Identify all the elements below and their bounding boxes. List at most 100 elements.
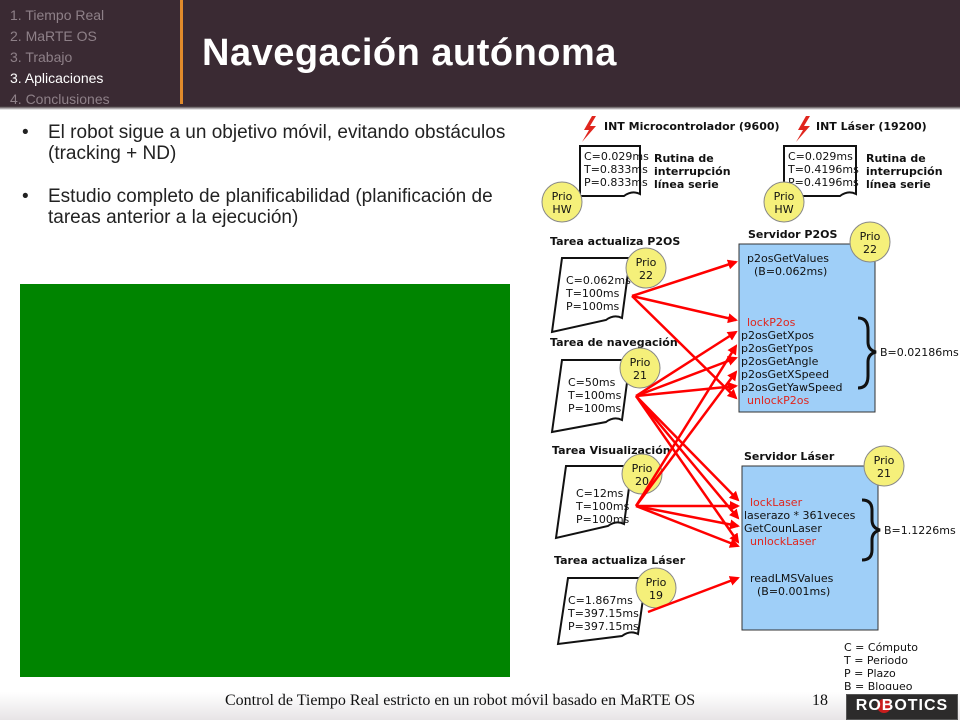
priority-badge (619, 347, 661, 389)
interrupt-title: INT Microcontrolador (9600) (604, 120, 780, 133)
server-method: p2osGetXpos (741, 329, 814, 342)
task-title: Tarea actualiza Láser (554, 554, 686, 567)
legend-item: B = Bloqueo (844, 680, 913, 690)
server-title: Servidor P2OS (748, 228, 838, 241)
priority-value: 21 (877, 467, 891, 480)
priority-value: 22 (863, 243, 877, 256)
blocking-time: B=1.1226ms (884, 524, 956, 537)
priority-badge (849, 221, 891, 263)
priority-value: HW (552, 203, 571, 216)
task-line: T=100ms (567, 389, 622, 402)
legend-item: P = Plazo (844, 667, 896, 680)
call-arrow (635, 504, 740, 530)
outline-item: 4. Conclusiones (10, 91, 110, 107)
interrupt-desc: línea serie (654, 178, 719, 191)
lightning-icon (796, 116, 810, 142)
logo-text: ROBOTICS (855, 697, 949, 714)
bullet-text: Estudio completo de planificabilidad (pl… (48, 186, 493, 228)
server-method: p2osGetXSpeed (741, 368, 829, 381)
bracket-icon (861, 498, 881, 562)
priority-label: Prio (636, 256, 657, 269)
task-line: P=397.15ms (568, 620, 639, 633)
outline-item: 2. MaRTE OS (10, 28, 97, 44)
priority-value: 21 (633, 369, 647, 382)
video-placeholder[interactable] (20, 284, 510, 677)
task-note (550, 359, 632, 434)
interrupt-line: P=0.833ms (584, 176, 648, 189)
call-arrow (631, 295, 738, 400)
task-line: P=100ms (576, 513, 630, 526)
priority-label: Prio (860, 230, 881, 243)
footer-text: Control de Tiempo Real estricto en un ro… (225, 692, 696, 709)
priority-value: 19 (649, 589, 663, 602)
call-arrow (634, 370, 738, 507)
call-arrow (635, 395, 740, 520)
priority-value: 20 (635, 475, 649, 488)
blocking-time: B=0.02186ms (880, 346, 959, 359)
slide-title: Navegación autónoma (202, 32, 617, 74)
priority-value: 22 (639, 269, 653, 282)
legend-item: C = Cómputo (844, 641, 918, 654)
interrupt-line: T=0.4196ms (787, 163, 859, 176)
call-arrow (635, 381, 738, 398)
interrupt-note (783, 145, 857, 197)
call-arrow (634, 395, 740, 544)
task-line: C=0.062ms (566, 274, 631, 287)
priority-label: Prio (774, 190, 795, 203)
bullet-item: • El robot sigue a un objetivo móvil, ev… (22, 122, 512, 164)
page-number: 18 (812, 692, 828, 709)
task-line: T=100ms (565, 287, 620, 300)
server-method: laserazo * 361veces (744, 509, 856, 522)
call-arrow (631, 259, 738, 298)
header-shadow (0, 106, 960, 110)
priority-label: Prio (552, 190, 573, 203)
task-line: T=397.15ms (567, 607, 639, 620)
logo-mark-icon (877, 699, 891, 713)
call-arrow (635, 356, 738, 398)
outline-item-active: 3. Aplicaciones (10, 70, 104, 86)
footer-bar (0, 692, 960, 720)
server-title: Servidor Láser (744, 450, 835, 463)
task-note (556, 577, 648, 646)
server-method: p2osGetAngle (741, 355, 819, 368)
task-note (554, 465, 634, 540)
task-title: Tarea Visualización (552, 444, 671, 457)
server-method: lockP2os (747, 316, 796, 329)
server-method: p2osGetYawSpeed (741, 381, 842, 394)
call-arrow (634, 344, 738, 507)
priority-label: Prio (646, 576, 667, 589)
call-arrow (647, 576, 740, 614)
section-outline: 1. Tiempo Real 2. MaRTE OS 3. Trabajo 3.… (10, 5, 110, 110)
outline-item: 1. Tiempo Real (10, 7, 105, 23)
task-line: C=12ms (576, 487, 624, 500)
task-title: Tarea actualiza P2OS (550, 235, 680, 248)
interrupt-desc: Rutina de (654, 152, 714, 165)
task-line: P=100ms (568, 402, 622, 415)
bullet-text: El robot sigue a un objetivo móvil, evit… (48, 122, 506, 164)
call-arrow (635, 504, 740, 548)
priority-label: Prio (874, 454, 895, 467)
bullet-dot: • (22, 122, 29, 143)
server-method: (B=0.062ms) (754, 265, 827, 278)
interrupt-line: C=0.029ms (788, 150, 853, 163)
server-method: (B=0.001ms) (757, 585, 830, 598)
server-box (738, 243, 876, 413)
interrupt-desc: interrupción (866, 165, 943, 178)
bullet-item: • Estudio completo de planificabilidad (… (22, 186, 512, 228)
interrupt-desc: línea serie (866, 178, 931, 191)
header-bar: 1. Tiempo Real 2. MaRTE OS 3. Trabajo 3.… (0, 0, 960, 107)
interrupt-line: C=0.029ms (584, 150, 649, 163)
outline-divider (180, 0, 183, 104)
priority-label: Prio (632, 462, 653, 475)
bracket-icon (857, 316, 877, 390)
outline-item: 3. Trabajo (10, 49, 73, 65)
server-method: readLMSValues (750, 572, 834, 585)
robotics-logo: ROBOTICS (846, 694, 958, 720)
server-method: GetCounLaser (744, 522, 822, 535)
task-line: C=50ms (568, 376, 616, 389)
bullet-dot: • (22, 186, 29, 207)
schedulability-diagram: INT Microcontrolador (9600) C=0.029ms T=… (532, 110, 960, 693)
interrupt-title: INT Láser (19200) (816, 120, 927, 133)
server-method: p2osGetYpos (741, 342, 813, 355)
task-line: T=100ms (575, 500, 630, 513)
